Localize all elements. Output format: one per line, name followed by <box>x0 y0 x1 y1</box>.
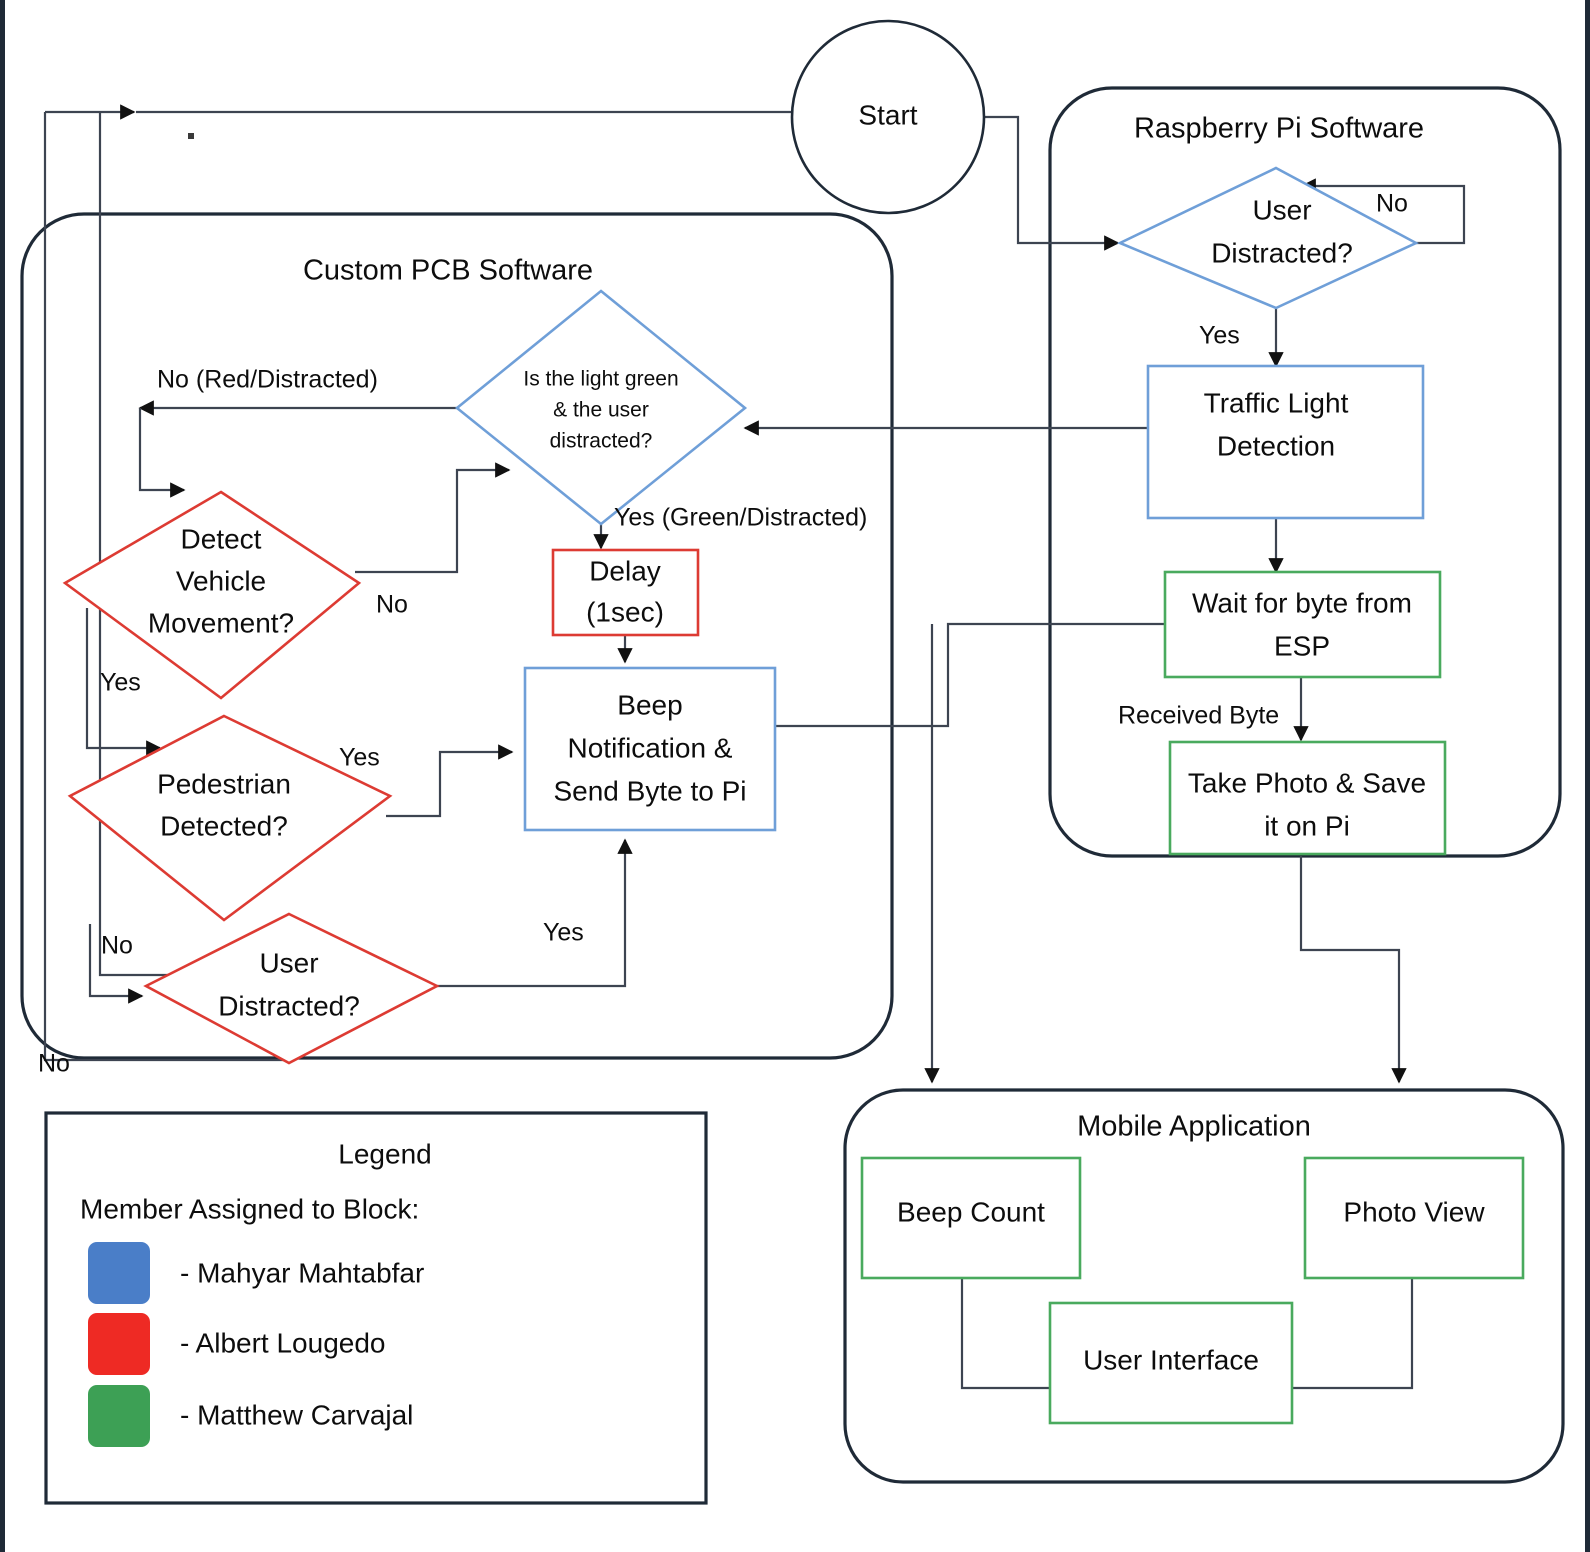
edge-label-pedestrian-yes: Yes <box>339 744 380 772</box>
node-user-distracted-pi-line2: Distracted? <box>1211 237 1353 268</box>
legend-subtitle: Member Assigned to Block: <box>80 1193 419 1224</box>
legend-title: Legend <box>338 1138 431 1169</box>
edge-lightcheck-no-down <box>138 408 186 498</box>
node-user-distracted-pcb-line1: User <box>259 947 318 978</box>
node-start-label: Start <box>858 99 917 130</box>
group-title-mobile-app: Mobile Application <box>1077 1111 1311 1143</box>
node-detect-vehicle-line1: Detect <box>181 523 262 554</box>
group-title-raspberry-pi: Raspberry Pi Software <box>1134 113 1424 145</box>
legend-swatch-albert <box>88 1313 150 1375</box>
edge-label-no-red-distracted: No (Red/Distracted) <box>157 366 378 394</box>
legend-label-albert: - Albert Lougedo <box>180 1327 386 1358</box>
node-start[interactable] <box>790 19 986 215</box>
edge-label-pi-no: No <box>1376 190 1408 218</box>
edge-label-detect-vehicle-yes: Yes <box>100 669 141 697</box>
node-is-light-green-distracted-line3: distracted? <box>550 430 653 453</box>
node-pedestrian-detected-line1: Pedestrian <box>157 768 291 799</box>
node-user-distracted-pcb[interactable] <box>143 912 440 1065</box>
node-beep-notification[interactable] <box>523 666 777 832</box>
node-photo-view[interactable] <box>1303 1156 1525 1280</box>
node-detect-vehicle-line3: Movement? <box>148 607 294 638</box>
legend-label-mahyar: - Mahyar Mahtabfar <box>180 1257 424 1288</box>
node-wait-for-byte[interactable] <box>1163 570 1442 679</box>
edge-label-received-byte: Received Byte <box>1118 702 1279 730</box>
edge-label-yes-green-distracted: Yes (Green/Distracted) <box>614 504 867 532</box>
node-user-distracted-pcb-line2: Distracted? <box>218 990 360 1021</box>
edge-ui-to-photoview <box>1292 1278 1414 1390</box>
edge-detect-no <box>355 462 511 574</box>
edge-beep-to-wait <box>775 622 1165 728</box>
legend-panel <box>44 1111 708 1505</box>
legend-label-matthew: - Matthew Carvajal <box>180 1399 413 1430</box>
group-raspberry-pi-software <box>1048 86 1562 858</box>
node-traffic-light-line2: Detection <box>1217 430 1335 461</box>
edge-user-distracted-no-to-rail <box>43 1043 290 1062</box>
node-delay-line2: (1sec) <box>586 596 664 627</box>
node-beep-notification-line2: Notification & <box>568 732 733 763</box>
node-take-photo-line1: Take Photo & Save <box>1188 767 1426 798</box>
node-user-distracted-pi-line1: User <box>1252 194 1311 225</box>
node-delay-line1: Delay <box>589 555 661 586</box>
edge-pedestrian-yes <box>386 744 514 818</box>
edge-detect-yes <box>85 608 162 756</box>
node-user-distracted-pi[interactable] <box>1116 166 1419 310</box>
stray-dot-mark <box>188 133 194 139</box>
node-user-interface-label: User Interface <box>1083 1344 1259 1375</box>
node-take-photo-line2: it on Pi <box>1264 810 1350 841</box>
legend-swatch-mahyar <box>88 1242 150 1304</box>
node-is-light-green-distracted-line1: Is the light green <box>523 368 678 391</box>
node-traffic-light-detection[interactable] <box>1146 364 1425 520</box>
node-photo-view-label: Photo View <box>1343 1196 1485 1227</box>
node-beep-count[interactable] <box>860 1156 1082 1280</box>
node-beep-count-label: Beep Count <box>897 1196 1045 1227</box>
edge-pi-no-loop <box>1300 178 1466 245</box>
node-delay[interactable] <box>551 548 700 637</box>
node-beep-notification-line3: Send Byte to Pi <box>553 775 746 806</box>
group-mobile-application <box>843 1088 1565 1484</box>
node-pedestrian-detected[interactable] <box>67 714 393 922</box>
node-traffic-light-line1: Traffic Light <box>1204 387 1349 418</box>
node-take-photo[interactable] <box>1168 740 1447 856</box>
edge-pedestrian-no <box>88 924 144 1004</box>
group-title-custom-pcb: Custom PCB Software <box>303 255 593 287</box>
node-wait-for-byte-line1: Wait for byte from <box>1192 587 1412 618</box>
node-detect-vehicle-line2: Vehicle <box>176 565 266 596</box>
node-pedestrian-detected-line2: Detected? <box>160 810 288 841</box>
edge-start-to-pi-distracted <box>982 115 1120 251</box>
node-user-interface[interactable] <box>1048 1301 1294 1425</box>
node-is-light-green-distracted[interactable] <box>454 289 748 526</box>
edge-user-distracted-yes <box>434 838 633 988</box>
node-beep-notification-line1: Beep <box>617 689 682 720</box>
edge-label-outer-loop-no: No <box>38 1050 70 1078</box>
legend-swatch-matthew <box>88 1385 150 1447</box>
node-detect-vehicle-movement[interactable] <box>62 490 362 700</box>
node-is-light-green-distracted-line2: & the user <box>553 399 649 422</box>
group-custom-pcb-software <box>20 212 894 1060</box>
edge-photo-to-mobile <box>1299 856 1407 1084</box>
edge-label-pedestrian-no: No <box>101 932 133 960</box>
node-wait-for-byte-line2: ESP <box>1274 630 1330 661</box>
edge-label-detect-vehicle-no: No <box>376 591 408 619</box>
edge-label-pi-yes: Yes <box>1199 322 1240 350</box>
edge-beepcount-to-ui <box>960 1278 1050 1390</box>
edge-label-user-distracted-yes: Yes <box>543 919 584 947</box>
